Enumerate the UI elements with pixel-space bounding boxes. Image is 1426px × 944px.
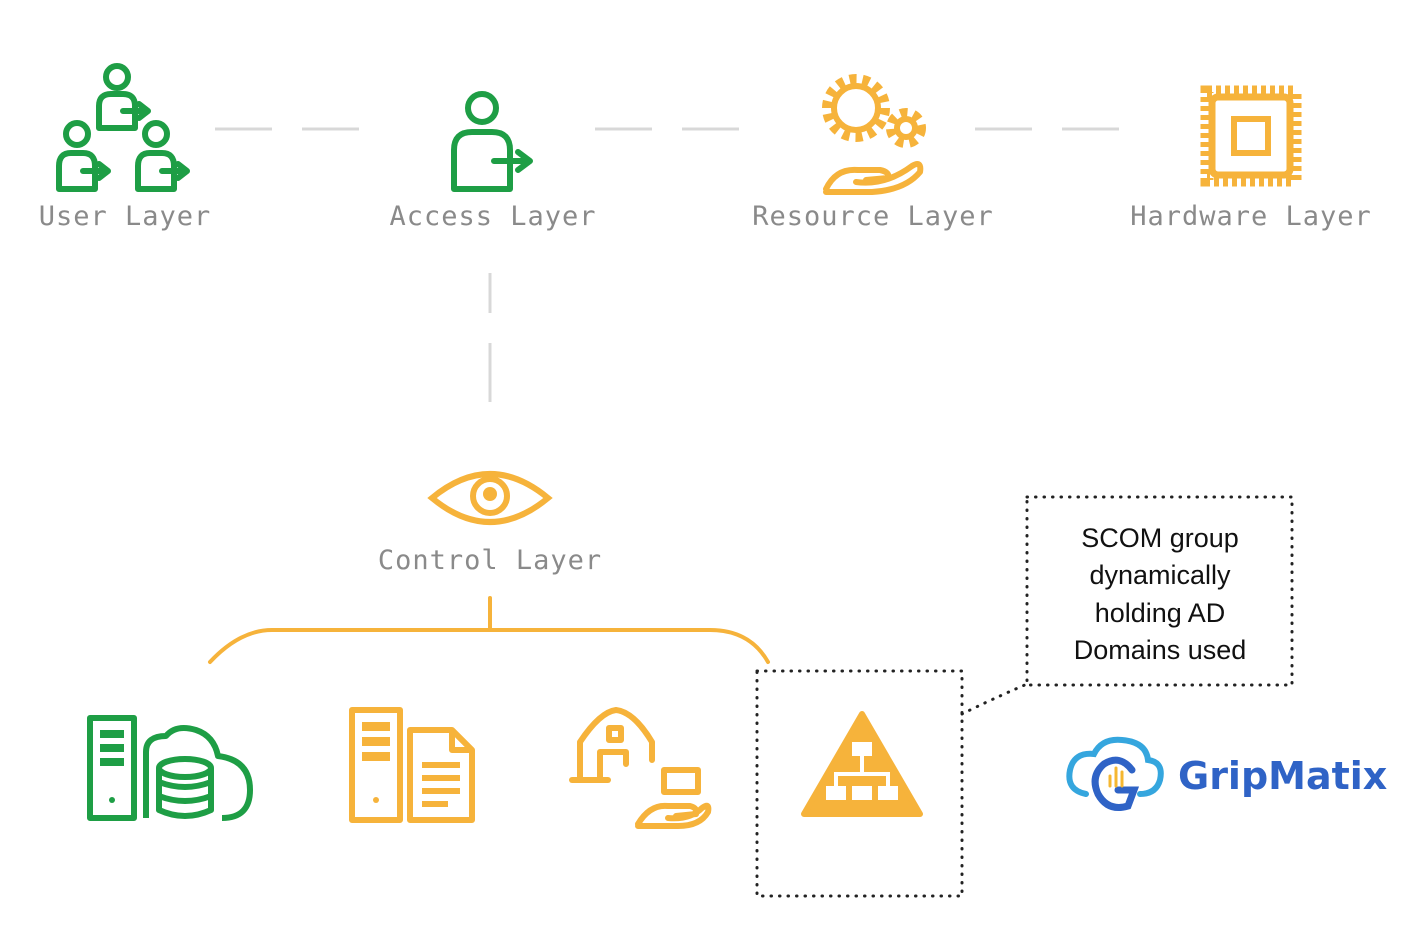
- hardware-layer-label: Hardware Layer: [1130, 201, 1372, 232]
- callout-line-4: Domains used: [1074, 635, 1247, 665]
- control-layer-label: Control Layer: [378, 545, 602, 576]
- callout-line-2: dynamically: [1089, 560, 1231, 590]
- connectors: [215, 127, 1119, 402]
- resource-layer-label: Resource Layer: [752, 201, 994, 232]
- cpu-chip-icon: [1200, 85, 1302, 187]
- access-layer-label: Access Layer: [389, 201, 596, 232]
- server-document-icon: [349, 707, 475, 823]
- farm-hand-icon: [569, 707, 712, 829]
- user-access-icon: [451, 91, 533, 192]
- callout-line-3: holding AD: [1095, 598, 1226, 628]
- gears-hand-icon: [822, 74, 926, 195]
- callout-box: SCOM group dynamically holding AD Domain…: [1025, 495, 1294, 687]
- eye-icon: [427, 471, 553, 525]
- gripmatix-cloud-logo-icon: [1066, 736, 1164, 811]
- users-icon: [56, 63, 190, 192]
- org-chart-triangle-icon: [801, 711, 923, 817]
- control-bracket: [208, 596, 770, 664]
- highlight-box: [755, 669, 964, 898]
- callout-line-1: SCOM group: [1081, 523, 1239, 553]
- callout-leader: [960, 682, 1029, 716]
- server-database-cloud-icon: [87, 715, 253, 821]
- brand-name: GripMatix: [1178, 754, 1387, 798]
- gripmatix-logo: GripMatix: [1066, 736, 1387, 811]
- user-layer-label: User Layer: [39, 201, 212, 232]
